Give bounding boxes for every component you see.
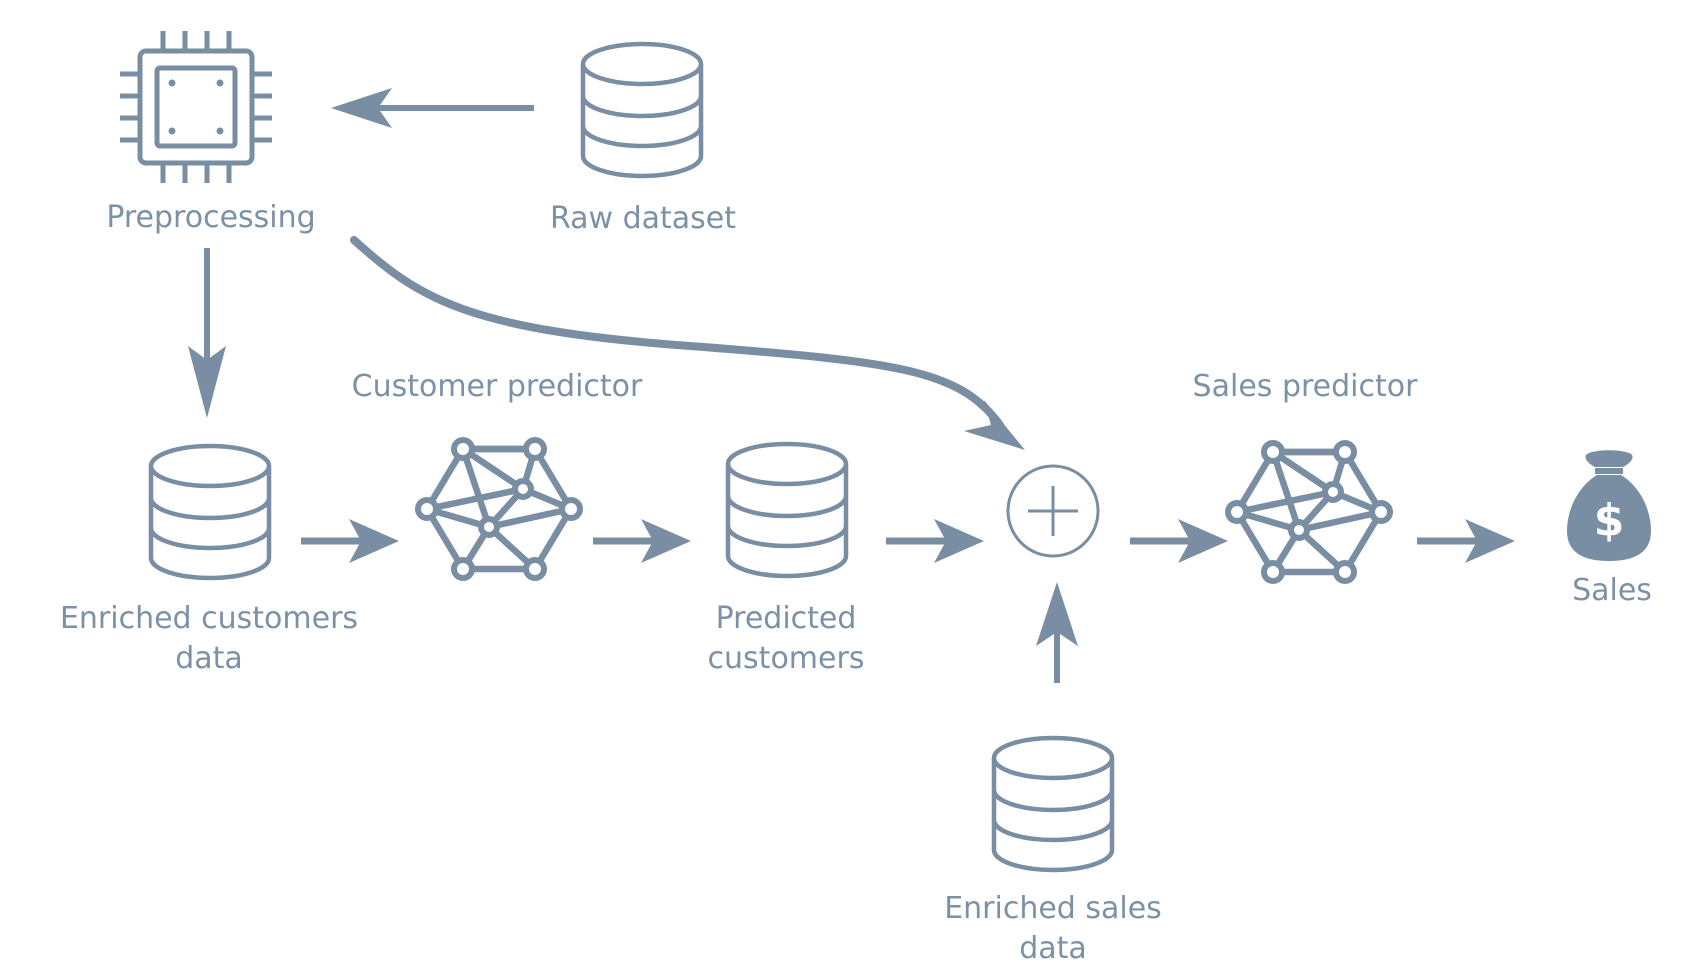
enriched-sales-label-line2: data: [1019, 931, 1087, 966]
cpu-chip-icon: [120, 31, 272, 183]
preprocessing-label: Preprocessing: [106, 200, 316, 235]
enriched-customers-label-line1: Enriched customers: [59, 601, 359, 636]
raw-dataset-database-icon: [583, 44, 701, 176]
predicted-customers-label-line2: customers: [707, 641, 865, 676]
svg-text:$: $: [1594, 495, 1625, 546]
enriched-customers-database-icon: [151, 446, 269, 578]
enriched-sales-database-icon: [994, 738, 1112, 870]
customer-predictor-network-icon: [418, 440, 580, 578]
plus-circle-icon: [1006, 464, 1100, 558]
sales-label: Sales: [1572, 573, 1652, 608]
arrow-raw-to-preprocessing: [331, 88, 534, 128]
raw-dataset-label: Raw dataset: [549, 201, 737, 236]
sales-predictor-network-icon: [1228, 443, 1390, 581]
enriched-customers-label-line2: data: [175, 641, 243, 676]
money-bag-icon: $: [1567, 450, 1651, 561]
predicted-customers-database-icon: [728, 444, 846, 576]
enriched-sales-label-line1: Enriched sales: [944, 891, 1162, 926]
arrow-sales-predictor-to-sales: [1417, 519, 1515, 563]
arrow-combine-to-sales-predictor: [1130, 519, 1228, 563]
arrow-preprocessing-to-enriched-customers: [188, 248, 226, 418]
arrow-customer-predictor-to-predicted-customers: [593, 519, 691, 563]
arrow-enriched-customers-to-customer-predictor: [301, 519, 399, 563]
arrow-preprocessing-to-combine: [350, 236, 1025, 450]
predicted-customers-label-line1: Predicted: [715, 601, 857, 636]
arrow-predicted-customers-to-combine: [886, 519, 984, 563]
arrow-enriched-sales-to-combine: [1036, 582, 1078, 683]
sales-predictor-label: Sales predictor: [1192, 369, 1418, 404]
customer-predictor-label: Customer predictor: [351, 369, 643, 404]
